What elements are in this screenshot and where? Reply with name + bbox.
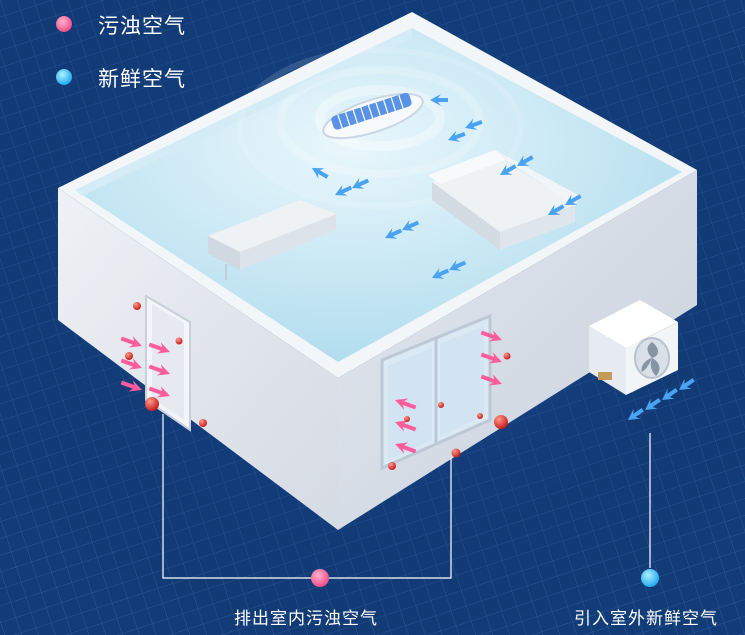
exhaust-callout-line [162, 414, 312, 579]
exhaust-marker-dot [311, 569, 329, 587]
left-wall [58, 188, 338, 530]
fresh-air-unit-icon [589, 300, 678, 395]
callout-lines [162, 414, 651, 579]
pollutant-particles [125, 302, 511, 470]
legend-dirty: 污浊空气 [98, 10, 186, 40]
legend-dirty-dot [56, 16, 72, 32]
legend-fresh-dot [56, 69, 72, 85]
intake-caption: 引入室外新鲜空气 [574, 609, 718, 629]
air-conditioner-icon [322, 92, 424, 140]
tv-cabinet [208, 200, 336, 280]
sofa [428, 150, 580, 250]
legend-fresh: 新鲜空气 [98, 63, 186, 93]
legend-fresh-label: 新鲜空气 [98, 67, 186, 91]
exhaust-caption: 排出室内污浊空气 [234, 609, 378, 629]
legend-dirty-label: 污浊空气 [98, 14, 186, 38]
intake-marker-dot [641, 569, 659, 587]
